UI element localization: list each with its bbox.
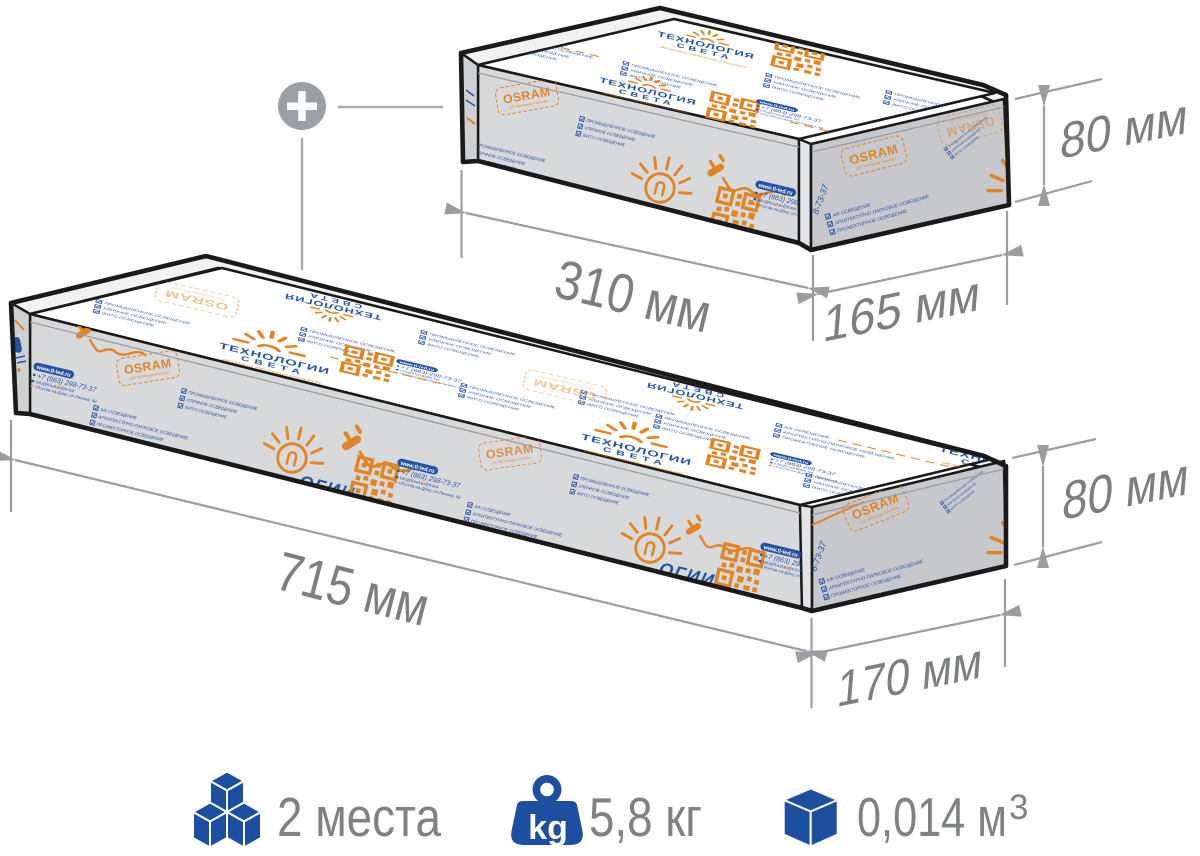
- svg-text:715 мм: 715 мм: [270, 540, 436, 638]
- svg-text:kg: kg: [528, 809, 568, 847]
- svg-text:80 мм: 80 мм: [1058, 87, 1190, 170]
- svg-text:3: 3: [1009, 788, 1028, 827]
- svg-text:0,014 м: 0,014 м: [857, 786, 1007, 848]
- svg-text:2 места: 2 места: [277, 786, 441, 848]
- svg-text:5,8 кг: 5,8 кг: [589, 786, 702, 848]
- svg-text:80 мм: 80 мм: [1060, 447, 1191, 533]
- svg-text:165 мм: 165 мм: [821, 264, 982, 353]
